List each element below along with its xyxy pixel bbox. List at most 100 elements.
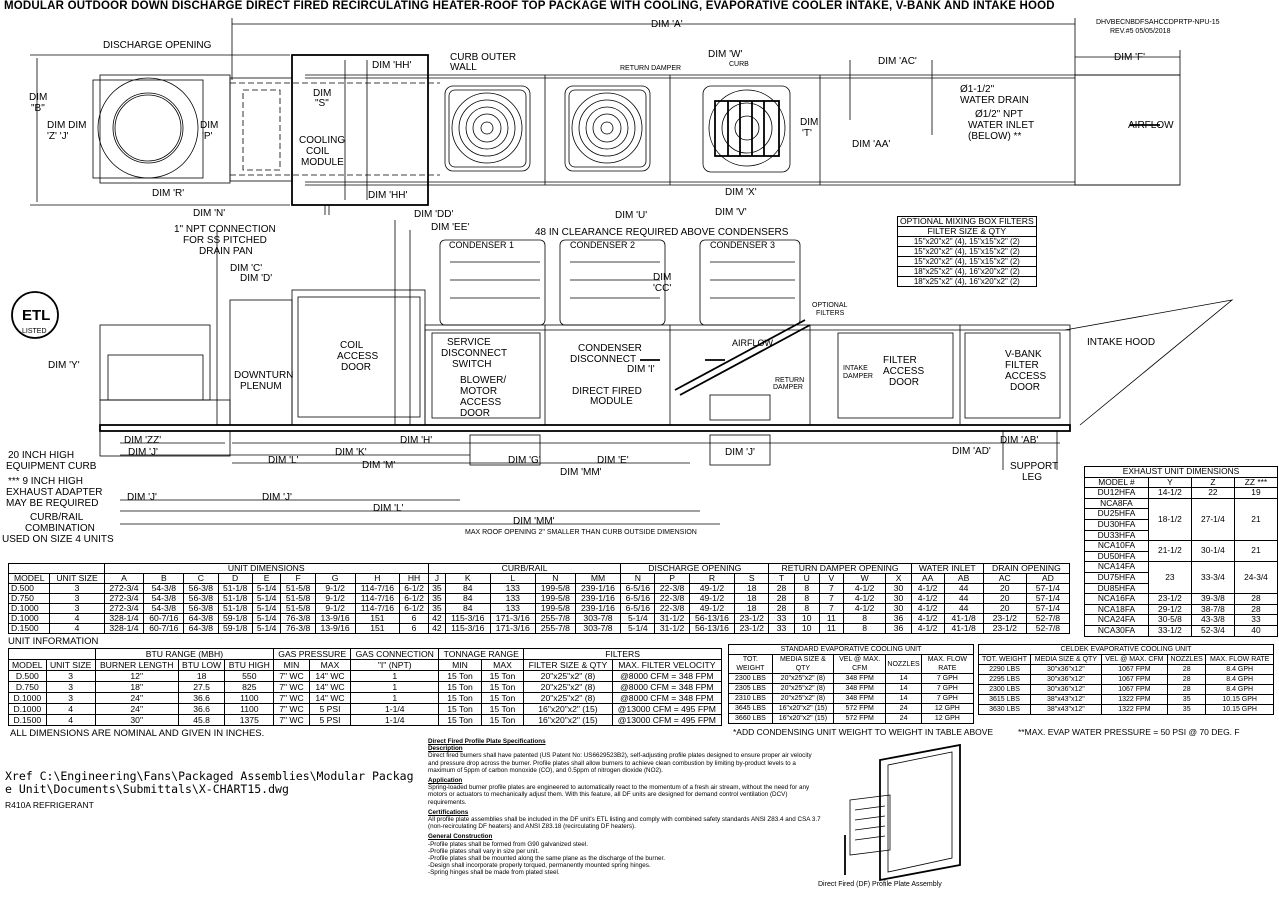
label-curb-rail-3: USED ON SIZE 4 UNITS bbox=[2, 534, 114, 545]
label-npt-connection-3: DRAIN PAN bbox=[199, 246, 253, 257]
dim-y-cell: 23-1/2 bbox=[1147, 593, 1192, 605]
table-cell: D.500 bbox=[7, 583, 51, 594]
table-cell: 54-3/8 bbox=[143, 593, 185, 604]
spec-heading: Certifications bbox=[428, 808, 469, 816]
group-header: FILTERS bbox=[523, 648, 722, 660]
spec-heading: General Construction bbox=[428, 833, 493, 841]
table-cell: 54-3/8 bbox=[143, 603, 185, 614]
table-cell: 20"x25"x2" (8) bbox=[771, 673, 834, 684]
table-cell: 22-3/8 bbox=[654, 593, 690, 604]
column-header: V bbox=[818, 573, 844, 584]
label-service-disconnect-3: SWITCH bbox=[452, 359, 491, 370]
label-dim-c: DIM 'C' bbox=[230, 263, 262, 274]
column-header: AC bbox=[982, 573, 1027, 584]
table-cell: 3 bbox=[45, 670, 96, 682]
table-cell: 54-3/8 bbox=[143, 583, 185, 594]
table-cell: 10.15 GPH bbox=[1205, 694, 1274, 705]
table-cell: 328-1/4 bbox=[103, 613, 145, 624]
table-cell: 3660 LBS bbox=[728, 713, 773, 724]
spec-title: Direct Fired Profile Plate Specification… bbox=[428, 738, 546, 745]
table-cell: 1-1/4 bbox=[350, 703, 440, 715]
return-damper-top bbox=[702, 85, 791, 173]
spec-text: Spring-loaded burner profile plates are … bbox=[428, 784, 810, 806]
table-cell: 4 bbox=[45, 714, 96, 726]
table-cell: 18"x25"x2" (4), 16"x20"x2" (2) bbox=[897, 276, 1037, 287]
label-optional-filters: OPTIONAL bbox=[812, 302, 848, 309]
label-dim-n: DIM 'N' bbox=[193, 208, 225, 219]
column-header: TOT. WEIGHT bbox=[977, 654, 1032, 665]
table-cell: 13-9/16 bbox=[314, 623, 356, 634]
table-cell: D.1000 bbox=[7, 603, 51, 614]
table-cell: 44 bbox=[943, 583, 984, 594]
table-cell: 4-1/2 bbox=[910, 603, 945, 614]
table-cell: 114-7/16 bbox=[354, 603, 401, 614]
table-cell: 22-3/8 bbox=[654, 583, 690, 594]
table-cell: 20"x25"x2" (8) bbox=[523, 670, 613, 682]
table-cell: 76-3/8 bbox=[280, 613, 316, 624]
label-airflow-side: AIRFLOW bbox=[732, 338, 774, 348]
dim-z-cell: 39-3/8 bbox=[1190, 593, 1235, 605]
column-header: MEDIA SIZE & QTY bbox=[771, 654, 834, 674]
table-cell: 64-3/8 bbox=[183, 613, 219, 624]
table-cell: 825 bbox=[224, 681, 275, 693]
column-header: AD bbox=[1025, 573, 1071, 584]
label-dim-r: DIM 'R' bbox=[152, 188, 184, 199]
table-cell: 28 bbox=[768, 593, 795, 604]
label-dim-ab: DIM 'AB' bbox=[1000, 435, 1038, 446]
table-cell: 14" WC bbox=[308, 670, 352, 682]
column-header: VEL @ MAX. CFM bbox=[1100, 654, 1169, 665]
label-vbank-2: FILTER bbox=[1005, 360, 1039, 371]
label-vbank-3: ACCESS bbox=[1005, 371, 1046, 382]
table-cell: 115-3/16 bbox=[444, 623, 491, 634]
group-header: TONNAGE RANGE bbox=[438, 648, 525, 660]
table-cell: @8000 CFM = 348 FPM bbox=[611, 692, 723, 704]
label-return-damper-side: RETURN bbox=[775, 377, 804, 384]
label-cooling-coil-3: MODULE bbox=[301, 157, 344, 168]
table-cell: 7 bbox=[818, 603, 844, 614]
table-cell: 20"x25"x2" (8) bbox=[523, 692, 613, 704]
table-cell: 51-5/8 bbox=[280, 583, 316, 594]
label-dim-s: DIM bbox=[313, 88, 331, 99]
label-optional-filters-2: FILTERS bbox=[816, 310, 845, 317]
group-header: BTU RANGE (MBH) bbox=[94, 648, 275, 660]
model-cell: DU85HFA bbox=[1084, 582, 1149, 595]
table-cell: 8 bbox=[793, 583, 820, 594]
label-return-damper-side-2: DAMPER bbox=[773, 384, 803, 391]
note-all-dimensions: ALL DIMENSIONS ARE NOMINAL AND GIVEN IN … bbox=[10, 728, 265, 739]
table-cell: 51-5/8 bbox=[280, 603, 316, 614]
table-cell: 171-3/16 bbox=[489, 623, 536, 634]
label-downturn-plenum: DOWNTURN bbox=[234, 370, 293, 381]
label-dim-d: DIM 'D' bbox=[240, 273, 272, 284]
dim-z-cell: 27-1/4 bbox=[1190, 497, 1235, 542]
table-cell: 5 PSI bbox=[308, 703, 352, 715]
table-cell: 3 bbox=[45, 681, 96, 693]
table-cell: 35 bbox=[427, 583, 446, 594]
model-cell: NCA14FA bbox=[1084, 561, 1149, 573]
table-cell: 6-5/16 bbox=[620, 583, 656, 594]
table-cell: 272-3/4 bbox=[103, 603, 145, 614]
column-header: MIN bbox=[438, 659, 482, 671]
table-cell: 4 bbox=[45, 703, 96, 715]
table-cell: 15 Ton bbox=[438, 692, 482, 704]
table-cell: 10 bbox=[793, 613, 820, 624]
table-cell: @13000 CFM = 495 FPM bbox=[611, 703, 723, 715]
table-cell: 35 bbox=[427, 603, 446, 614]
label-dim-s-2: "S" bbox=[315, 98, 329, 109]
label-npt-connection: 1" NPT CONNECTION bbox=[174, 224, 276, 235]
table-cell: 133 bbox=[489, 593, 536, 604]
spec-text: -Profile plates shall be formed from G90… bbox=[428, 840, 665, 877]
model-cell: DU12HFA bbox=[1084, 487, 1149, 499]
column-header: NOZZLES bbox=[1167, 654, 1207, 665]
table-cell: 8 bbox=[793, 593, 820, 604]
dim-z-cell: 43-3/8 bbox=[1190, 614, 1235, 626]
table-cell: 13-9/16 bbox=[314, 613, 356, 624]
table-row: 18"x25"x2" (4), 16"x20"x2" (2) bbox=[897, 276, 1037, 287]
label-dim-z-j-2: 'Z' 'J' bbox=[47, 131, 69, 142]
